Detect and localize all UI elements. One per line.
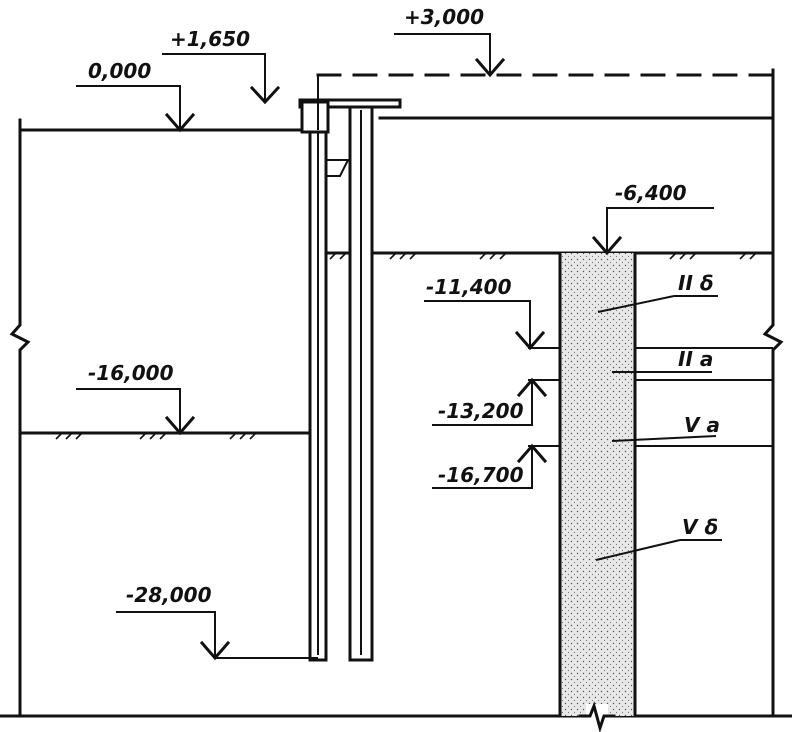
arrow-11400	[514, 330, 546, 351]
marker-1650: +1,650	[162, 27, 281, 105]
marker-13200: -13,200	[432, 377, 548, 426]
marker-3000: +3,000	[394, 5, 506, 78]
layer-label-2a: II a	[678, 347, 713, 371]
leader-11400	[424, 300, 531, 348]
arrow-3000	[474, 57, 506, 78]
elevation-label-1650: +1,650	[170, 27, 250, 51]
arrow-16700	[516, 443, 548, 464]
arrow-13200	[516, 377, 548, 398]
elevation-label-13200: -13,200	[438, 399, 524, 423]
layer-labels: II δ II a V a V δ	[595, 271, 722, 561]
elevation-label-11400: -11,400	[426, 275, 512, 299]
arrow-6400	[591, 235, 623, 256]
elevation-label-28000: -28,000	[126, 583, 212, 607]
frame	[0, 68, 792, 718]
elevation-label-6400: -6,400	[615, 181, 687, 205]
marker-11400: -11,400	[424, 275, 546, 351]
arrow-1650	[249, 85, 281, 105]
sheet-piles	[298, 75, 402, 662]
elevation-label-16700: -16,700	[438, 463, 524, 487]
bracket	[326, 159, 350, 177]
leader-28000	[116, 611, 318, 659]
leader-13200	[432, 380, 533, 426]
leader-3000	[394, 33, 491, 75]
marker-0000: 0,000	[76, 59, 196, 133]
leader-1650	[162, 53, 266, 102]
layer-label-2b: II δ	[678, 271, 714, 295]
elevation-label-3000: +3,000	[404, 5, 484, 29]
left-boundary-break	[9, 118, 31, 718]
elevation-label-16000: -16,000	[88, 361, 174, 385]
soil-column	[558, 251, 637, 732]
leader-16700	[432, 446, 533, 489]
marker-16700: -16,700	[432, 443, 548, 489]
soil-column-break	[578, 701, 616, 732]
capping-beam	[298, 98, 402, 109]
layer-underline-5a	[611, 435, 717, 442]
arrow-16000	[164, 415, 196, 436]
layer-leader-5b	[595, 539, 681, 561]
elevation-label-0000: 0,000	[88, 59, 151, 83]
marker-28000: -28,000	[116, 583, 318, 661]
waler-block	[300, 100, 330, 134]
soil-column-dots	[560, 253, 635, 716]
layer-label-5a: V a	[684, 413, 720, 437]
layer-label-5b: V δ	[682, 515, 718, 539]
marker-6400: -6,400	[591, 181, 714, 256]
leader-16000	[76, 388, 181, 433]
layer-leader-2b	[597, 295, 675, 313]
right-boundary-break	[762, 68, 784, 718]
arrow-0000	[164, 112, 196, 133]
arrow-28000	[199, 640, 231, 661]
leader-6400	[606, 207, 714, 253]
ground-hatching	[55, 252, 757, 440]
leader-0000	[76, 85, 181, 130]
marker-16000: -16,000	[76, 361, 196, 436]
elevation-markers: 0,000 +1,650 +3,000 -6,400 -11,400	[76, 5, 714, 661]
